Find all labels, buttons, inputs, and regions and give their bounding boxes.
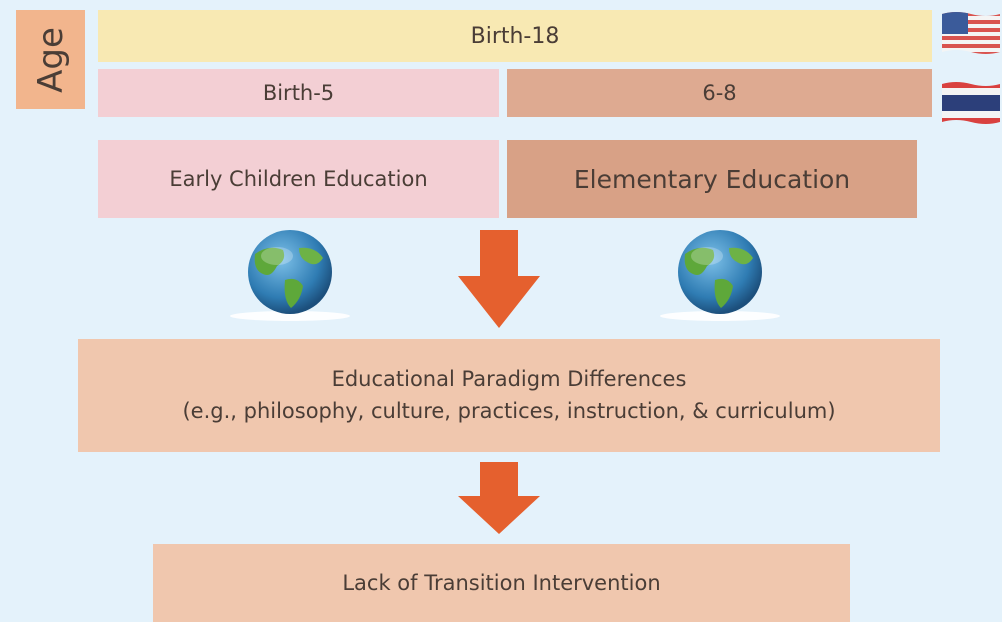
paradigm-differences-box: Educational Paradigm Differences (e.g., … — [78, 339, 940, 452]
age-label: Age — [30, 26, 71, 93]
age-6-8-label: 6-8 — [702, 81, 737, 105]
elementary-education-box: Elementary Education — [507, 140, 917, 218]
birth-5-bar: Birth-5 — [98, 69, 499, 117]
down-arrow-icon — [458, 230, 540, 328]
age-6-8-bar: 6-8 — [507, 69, 932, 117]
paradigm-title: Educational Paradigm Differences — [331, 367, 687, 391]
early-education-label: Early Children Education — [169, 167, 428, 191]
thai-flag-icon — [942, 82, 1000, 124]
paradigm-examples: (e.g., philosophy, culture, practices, i… — [182, 398, 836, 423]
elementary-education-label: Elementary Education — [573, 164, 851, 194]
down-arrow-icon — [458, 462, 540, 534]
birth-18-bar: Birth-18 — [98, 10, 932, 62]
age-label-box: Age — [16, 10, 85, 109]
globe-icon — [660, 230, 780, 321]
birth-5-label: Birth-5 — [262, 81, 335, 105]
birth-18-label: Birth-18 — [470, 23, 560, 49]
early-education-box: Early Children Education — [98, 140, 499, 218]
lack-of-transition-label: Lack of Transition Intervention — [342, 571, 661, 595]
us-flag-icon — [942, 12, 1000, 54]
globe-icon — [230, 230, 350, 321]
lack-of-transition-box: Lack of Transition Intervention — [153, 544, 850, 622]
